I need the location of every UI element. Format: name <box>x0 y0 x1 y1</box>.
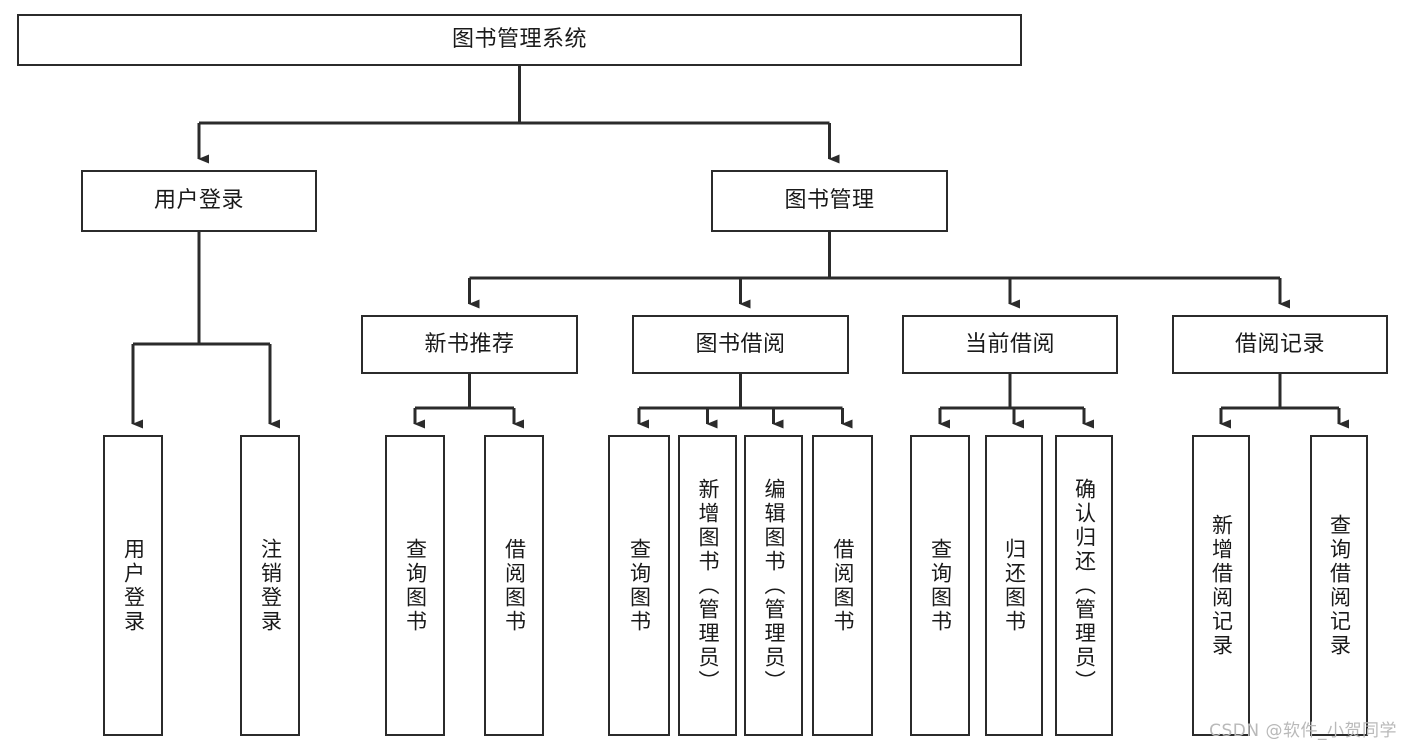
node-new-book-recommend-label: 新书推荐 <box>424 331 515 357</box>
node-leaf-user-login[interactable]: 用户登录 <box>103 435 163 736</box>
node-leaf-user-logout[interactable]: 注销登录 <box>240 435 300 736</box>
node-leaf-borrow-edit-label: 编辑图书（管理员） <box>762 477 786 694</box>
node-leaf-borrow-borrow[interactable]: 借阅图书 <box>812 435 873 736</box>
node-leaf-borrow-query-label: 查询图书 <box>627 537 652 634</box>
node-leaf-borrow-query[interactable]: 查询图书 <box>608 435 670 736</box>
node-borrow-record[interactable]: 借阅记录 <box>1172 315 1388 374</box>
node-borrow-record-label: 借阅记录 <box>1234 331 1325 357</box>
node-leaf-newbook-borrow-label: 借阅图书 <box>502 537 527 634</box>
node-leaf-borrow-add-label: 新增图书（管理员） <box>696 477 720 694</box>
node-user-login-module[interactable]: 用户登录 <box>81 170 317 232</box>
node-leaf-current-return-label: 归还图书 <box>1002 537 1027 634</box>
node-leaf-user-logout-label: 注销登录 <box>258 537 283 634</box>
node-root-label: 图书管理系统 <box>451 27 587 53</box>
node-leaf-newbook-borrow[interactable]: 借阅图书 <box>484 435 544 736</box>
node-leaf-current-confirm-return-label: 确认归还（管理员） <box>1072 477 1097 694</box>
node-leaf-current-confirm-return[interactable]: 确认归还（管理员） <box>1055 435 1113 736</box>
node-book-management-module[interactable]: 图书管理 <box>711 170 948 232</box>
node-leaf-borrow-add[interactable]: 新增图书（管理员） <box>678 435 737 736</box>
node-leaf-record-add[interactable]: 新增借阅记录 <box>1192 435 1250 736</box>
node-current-borrow-label: 当前借阅 <box>964 331 1055 357</box>
node-new-book-recommend[interactable]: 新书推荐 <box>361 315 578 374</box>
node-book-borrow-label: 图书借阅 <box>695 331 786 357</box>
node-leaf-record-add-label: 新增借阅记录 <box>1209 513 1234 658</box>
node-book-management-module-label: 图书管理 <box>784 188 875 214</box>
node-leaf-borrow-borrow-label: 借阅图书 <box>831 537 855 634</box>
node-current-borrow[interactable]: 当前借阅 <box>902 315 1118 374</box>
node-leaf-record-query[interactable]: 查询借阅记录 <box>1310 435 1368 736</box>
node-root[interactable]: 图书管理系统 <box>17 14 1022 66</box>
node-leaf-newbook-query[interactable]: 查询图书 <box>385 435 445 736</box>
node-leaf-current-return[interactable]: 归还图书 <box>985 435 1043 736</box>
connector-lines <box>131 66 1349 429</box>
node-leaf-record-query-label: 查询借阅记录 <box>1327 513 1352 658</box>
node-book-borrow[interactable]: 图书借阅 <box>632 315 849 374</box>
node-user-login-module-label: 用户登录 <box>153 188 244 214</box>
node-leaf-current-query-label: 查询图书 <box>928 537 953 634</box>
node-leaf-current-query[interactable]: 查询图书 <box>910 435 970 736</box>
node-leaf-borrow-edit[interactable]: 编辑图书（管理员） <box>744 435 803 736</box>
node-leaf-newbook-query-label: 查询图书 <box>403 537 428 634</box>
node-leaf-user-login-label: 用户登录 <box>121 537 146 634</box>
